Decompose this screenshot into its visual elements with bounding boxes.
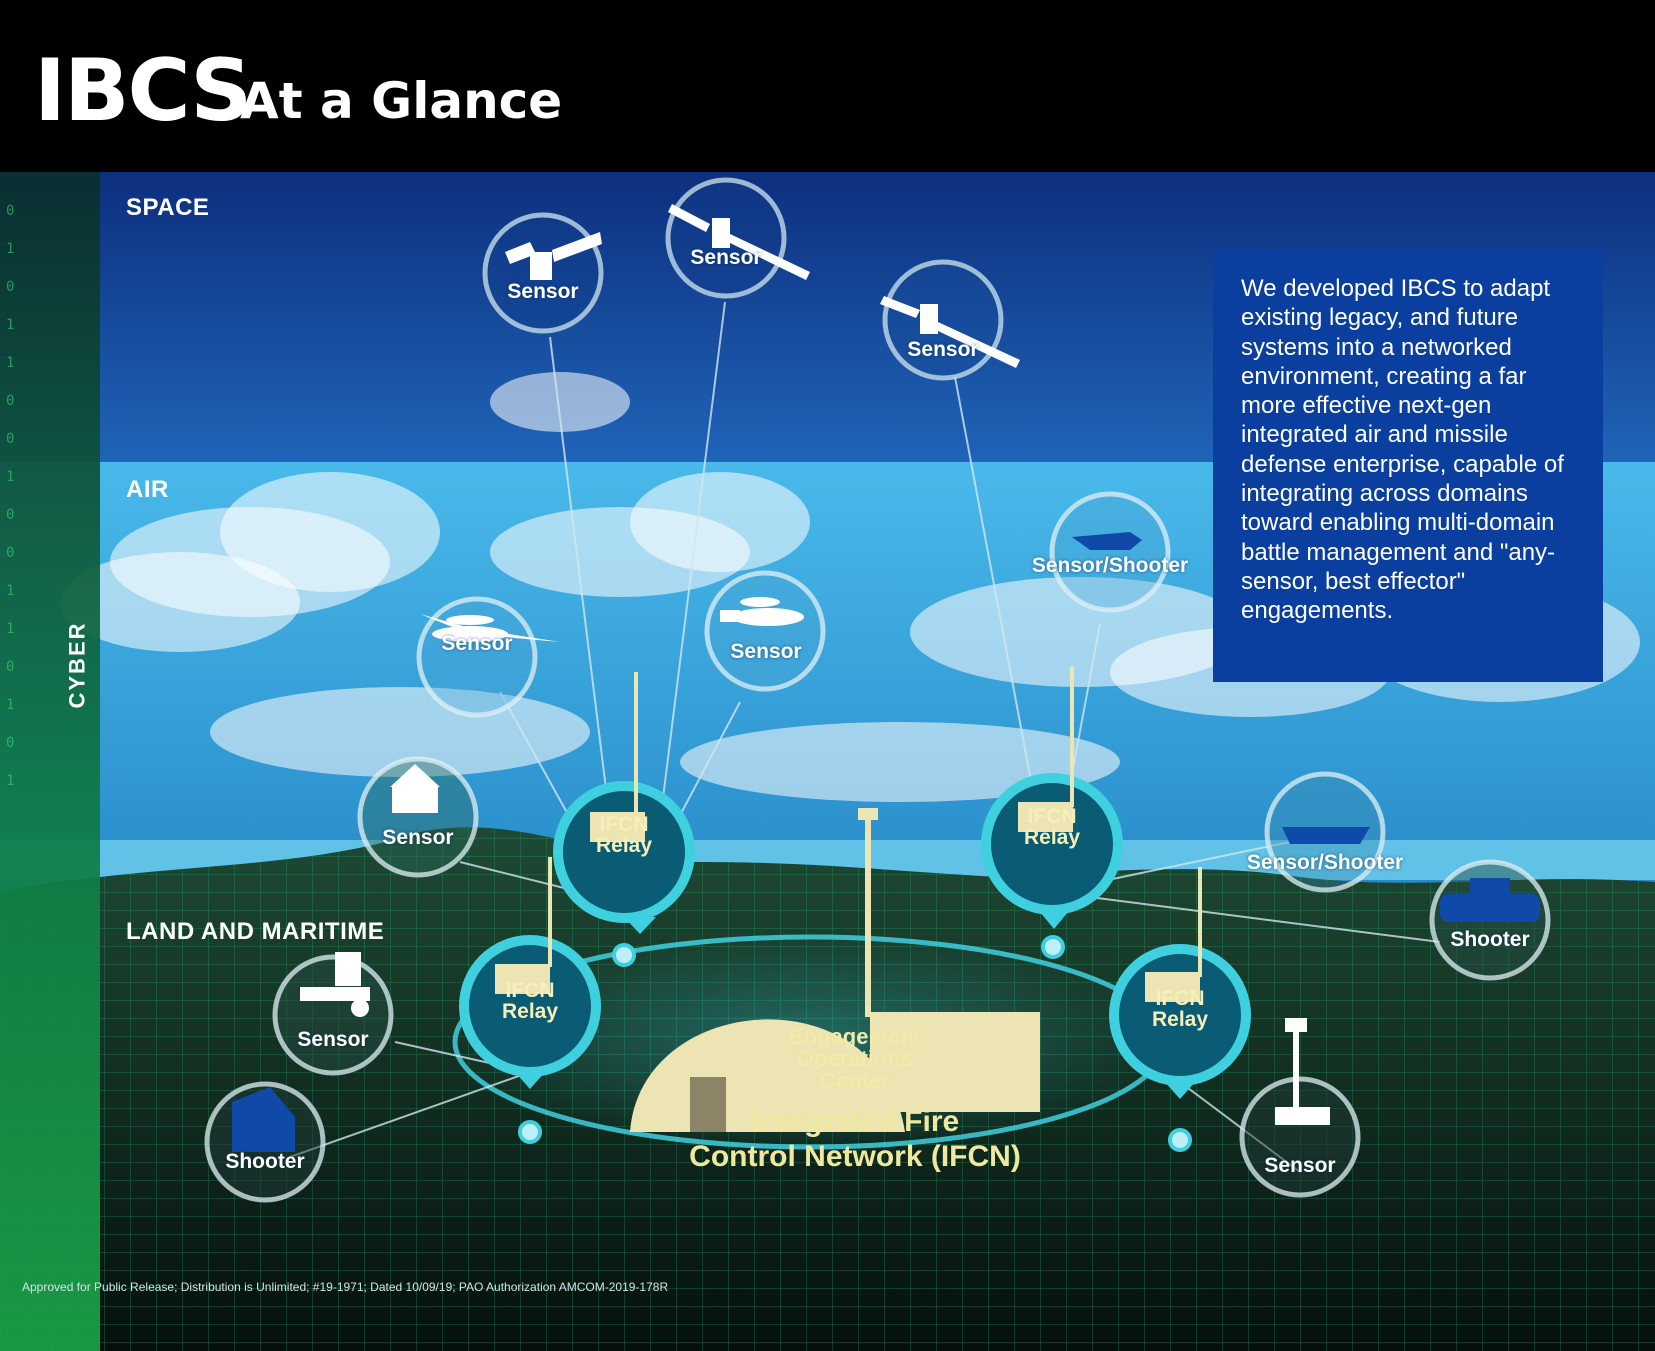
- node-label-vehicle: Shooter: [1450, 928, 1530, 951]
- page-subtitle: At a Glance: [240, 72, 563, 130]
- relay-label-2: IFCN Relay: [1012, 806, 1092, 848]
- relay-label-4-line2: Relay: [1151, 1008, 1209, 1031]
- towed-radar-icon: [300, 952, 370, 1017]
- vehicle-icon: [1440, 878, 1540, 922]
- info-text: We developed IBCS to adapt existing lega…: [1241, 275, 1564, 625]
- eoc-label-line1: Engagement: [788, 1024, 922, 1049]
- relay-label-4: IFCN Relay: [1140, 988, 1220, 1030]
- node-label-towed-radar: Sensor: [297, 1028, 369, 1051]
- eoc-label: Engagement Operations Center: [770, 1026, 940, 1092]
- release-note: Approved for Public Release; Distributio…: [22, 1280, 669, 1294]
- connector-lines: [289, 301, 1441, 1173]
- relay-label-2-line2: Relay: [1023, 826, 1081, 849]
- domain-label-land: LAND AND MARITIME: [126, 918, 385, 945]
- relay-label-3: IFCN Relay: [490, 980, 570, 1022]
- node-label-ground-radar: Sensor: [382, 826, 454, 849]
- relay-label-1-line1: IFCN: [599, 813, 649, 836]
- ship-icon: [1282, 827, 1370, 844]
- awacs-icon: [420, 614, 560, 642]
- cyber-binary: 0 1 0 1 1 0 0 1 0 0 1 1 0 1 0 1: [6, 203, 15, 789]
- ifcn-label-line1: Integrated Fire: [750, 1105, 960, 1138]
- hawkeye-icon: [720, 597, 804, 626]
- scene: 0 1 0 1 1 0 0 1 0 0 1 1 0 1 0 1 SPACE AI…: [0, 172, 1655, 1351]
- ifcn-label: Integrated Fire Control Network (IFCN): [660, 1104, 1050, 1174]
- fighter-circle: [1049, 491, 1171, 613]
- relay-1: [553, 672, 695, 967]
- launcher-icon: [232, 1087, 295, 1152]
- relay-label-2-line1: IFCN: [1027, 805, 1077, 828]
- satellite-sensor-3: [882, 259, 1004, 381]
- cyber-strip: [0, 172, 100, 1351]
- eoc-label-line2: Operations: [796, 1046, 914, 1071]
- ground-radar-icon: [390, 764, 440, 813]
- eoc-tent: [630, 808, 1040, 1132]
- ground-radar-circle: [357, 756, 479, 878]
- node-label-sat2: Sensor: [690, 246, 762, 269]
- node-label-fighter: Sensor/Shooter: [1031, 554, 1189, 577]
- info-box: We developed IBCS to adapt existing lega…: [1213, 250, 1603, 682]
- node-label-launcher: Shooter: [225, 1150, 305, 1173]
- node-label-hawkeye: Sensor: [730, 640, 802, 663]
- ifcn-label-line2: Control Network (IFCN): [689, 1140, 1021, 1173]
- relay-label-4-line1: IFCN: [1155, 987, 1205, 1010]
- relay-label-1-line2: Relay: [595, 834, 653, 857]
- fighter-icon: [1072, 532, 1142, 550]
- towed-radar-circle: [272, 954, 394, 1076]
- relay-label-1: IFCN Relay: [584, 814, 664, 856]
- node-label-tower-radar: Sensor: [1264, 1154, 1336, 1177]
- relay-4: [1109, 867, 1251, 1152]
- node-label-awacs: Sensor: [441, 632, 513, 655]
- node-label-sat3: Sensor: [907, 338, 979, 361]
- node-label-sat1: Sensor: [507, 280, 579, 303]
- relay-label-3-line1: IFCN: [505, 979, 555, 1002]
- domain-label-air: AIR: [126, 476, 169, 503]
- clouds: [60, 372, 1640, 802]
- domain-label-cyber: CYBER: [64, 621, 90, 709]
- tower-radar-icon: [1275, 1018, 1330, 1125]
- hawkeye-circle: [704, 570, 826, 692]
- relay-2: [981, 667, 1123, 959]
- satellite-icons: [505, 204, 1020, 368]
- domain-label-space: SPACE: [126, 194, 210, 221]
- page-title: IBCS: [34, 41, 252, 141]
- relay-3: [459, 857, 601, 1144]
- relay-label-3-line2: Relay: [501, 1000, 559, 1023]
- eoc-label-line3: Center: [820, 1068, 890, 1093]
- header-bar: IBCS At a Glance: [0, 0, 1655, 172]
- node-label-ship: Sensor/Shooter: [1246, 851, 1404, 874]
